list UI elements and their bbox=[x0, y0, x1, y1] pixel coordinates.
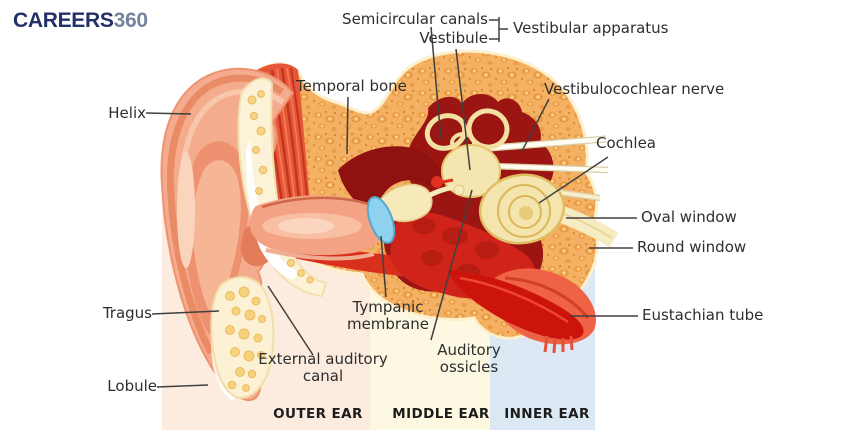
label-external-auditory-canal: External auditory canal bbox=[258, 350, 388, 386]
tragus-leader-line bbox=[151, 310, 220, 315]
cochlea-leader-line bbox=[538, 156, 609, 204]
leader-lines bbox=[145, 17, 638, 388]
earlobe-fat bbox=[210, 276, 275, 401]
region-label-inner-ear: INNER EAR bbox=[504, 406, 590, 422]
label-lobule: Lobule bbox=[107, 377, 157, 395]
label-vestibular-apparatus: Vestibular apparatus bbox=[513, 19, 669, 37]
label-temporal-bone: Temporal bone bbox=[296, 77, 407, 95]
vestibule-leader-line bbox=[455, 48, 471, 171]
label-semicircular-canals: Semicircular canals bbox=[342, 10, 488, 28]
lobule-leader-line bbox=[156, 384, 209, 388]
auditory-ossicles-leader-line bbox=[430, 189, 473, 341]
tympanic-membrane-shape bbox=[366, 196, 396, 244]
stapes-red-dot bbox=[431, 176, 443, 188]
region-label-outer-ear: OUTER EAR bbox=[273, 406, 363, 422]
logo-text: CAREERS bbox=[13, 9, 114, 32]
label-vestibule: Vestibule bbox=[419, 29, 488, 47]
eustachian-tube-shape bbox=[448, 268, 596, 354]
temporal-bone-leader-line bbox=[346, 96, 349, 155]
label-cochlea: Cochlea bbox=[596, 134, 656, 152]
external-auditory-canal-leader-line bbox=[267, 285, 314, 356]
label-vestibulocochlear-nerve: Vestibulocochlear nerve bbox=[544, 80, 725, 98]
logo-suffix: 360 bbox=[113, 9, 148, 32]
ear-illustration bbox=[160, 49, 619, 402]
label-oval-window: Oval window bbox=[641, 208, 737, 226]
label-eustachian-tube: Eustachian tube bbox=[642, 306, 764, 324]
helix-leader-line bbox=[145, 112, 192, 115]
label-tympanic-membrane: Tympanic membrane bbox=[346, 298, 430, 334]
vestibule-shape bbox=[441, 144, 501, 198]
semicircular-canals-shape bbox=[424, 108, 510, 154]
tympanic-membrane-leader-line bbox=[380, 235, 387, 298]
vestibular-apparatus-bracket bbox=[489, 17, 508, 42]
middle-ear-roof bbox=[338, 146, 445, 215]
helix-ridge bbox=[166, 74, 285, 355]
label-round-window: Round window bbox=[637, 238, 747, 256]
label-tragus: Tragus bbox=[102, 304, 152, 322]
region-label-middle-ear: MIDDLE EAR bbox=[392, 406, 490, 422]
label-auditory-ossicles: Auditory ossicles bbox=[437, 341, 501, 377]
careers360-logo: CAREERS360 bbox=[13, 9, 148, 33]
vestibulocochlear-nerve-leader-line bbox=[520, 98, 550, 154]
label-helix: Helix bbox=[108, 104, 146, 122]
ear-canal bbox=[249, 195, 383, 261]
semicircular-canals-leader-line bbox=[430, 26, 442, 140]
cochlea-spiral bbox=[478, 173, 566, 245]
red-dot-stem bbox=[441, 178, 454, 184]
